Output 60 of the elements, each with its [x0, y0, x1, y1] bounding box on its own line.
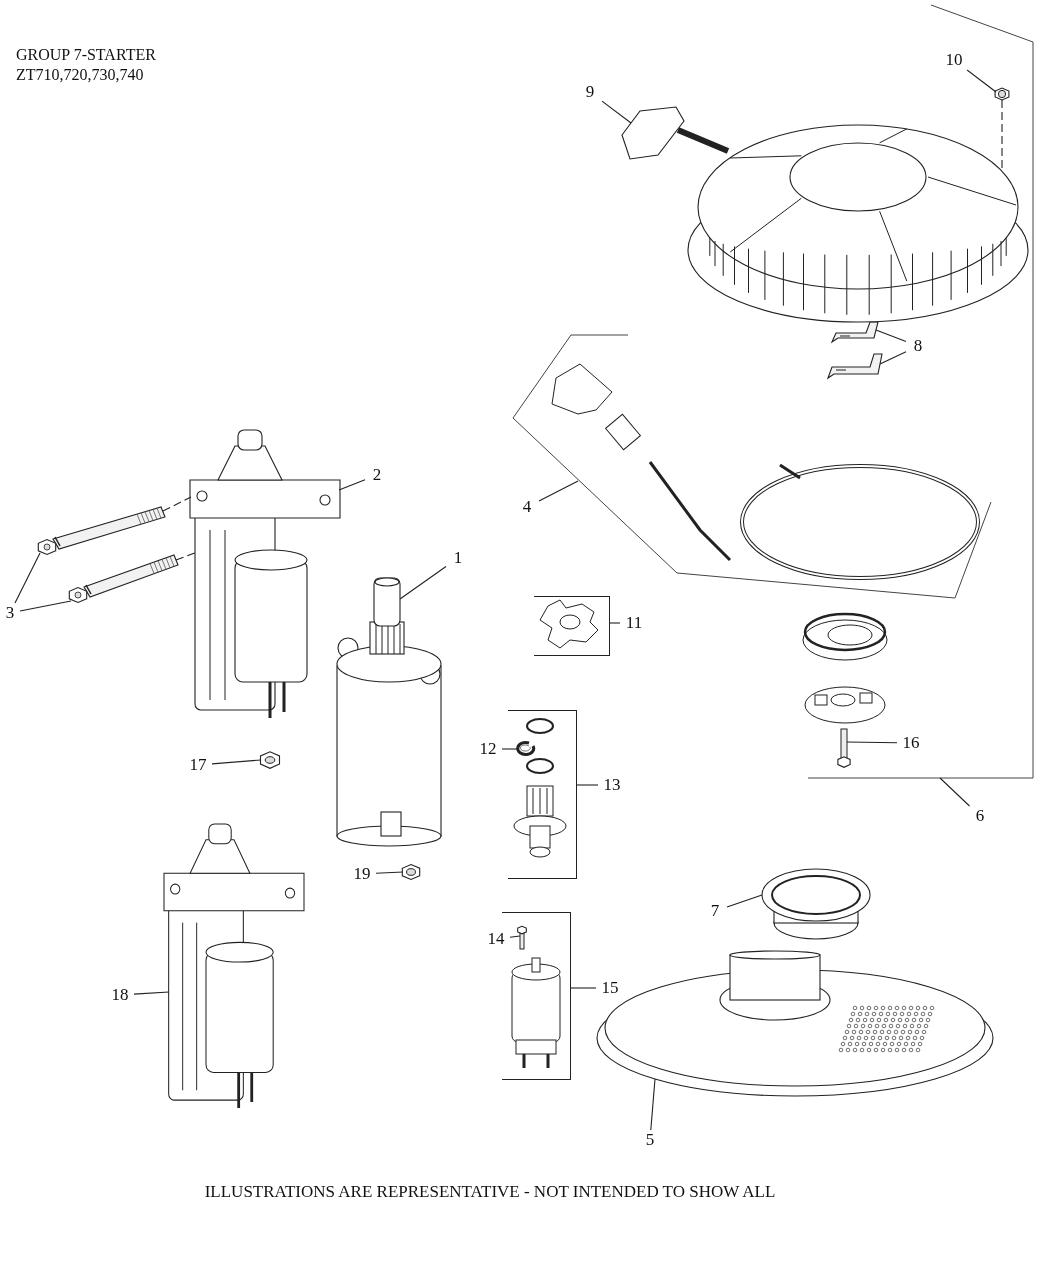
callout-number: 3	[0, 603, 20, 623]
callout-number: 1	[446, 548, 470, 568]
bolt-drawing	[66, 553, 180, 605]
starter-motor-drawing	[334, 574, 444, 850]
leader-line	[939, 777, 971, 807]
bracket	[534, 596, 610, 656]
leader-line	[509, 935, 521, 938]
leader-line	[19, 600, 72, 612]
callout-number: 14	[482, 929, 510, 949]
leader-line	[399, 565, 447, 600]
callout-number: 7	[703, 901, 727, 921]
bolt-drawing	[35, 505, 167, 557]
leader-line	[538, 480, 579, 502]
callout-number: 12	[474, 739, 502, 759]
callout-number: 2	[365, 465, 389, 485]
starter-motor-drawing	[190, 430, 340, 720]
callout-number: 8	[906, 336, 930, 356]
leader-line	[650, 1078, 656, 1131]
leader-line	[879, 351, 907, 365]
leader-line	[601, 100, 632, 124]
diagram-title: GROUP 7-STARTER	[16, 45, 156, 65]
nut-drawing	[258, 750, 282, 770]
bracket	[508, 710, 577, 879]
leader-line	[569, 987, 597, 989]
callout-number: 15	[596, 978, 624, 998]
callout-number: 17	[184, 755, 212, 775]
callout-number: 5	[638, 1130, 662, 1150]
callout-number: 4	[515, 497, 539, 517]
leader-line	[211, 759, 262, 765]
leader-line	[575, 784, 599, 786]
callout-number: 18	[106, 985, 134, 1005]
leader-line	[608, 622, 621, 624]
caption-note: ILLUSTRATIONS ARE REPRESENTATIVE - NOT INTENDED TO SHOW ALL	[203, 1182, 777, 1202]
leader-line	[501, 748, 519, 750]
leader-line	[966, 69, 997, 93]
callout-number: 13	[598, 775, 626, 795]
nut-drawing	[400, 862, 422, 882]
callout-number: 16	[897, 733, 925, 753]
centerline	[162, 496, 192, 512]
leader-line	[846, 741, 898, 744]
centerline	[175, 552, 196, 561]
clip-drawing	[830, 320, 880, 346]
clip-drawing	[826, 352, 884, 382]
cover-drawing	[595, 950, 995, 1100]
leader-line	[875, 329, 907, 342]
screw-drawing	[516, 925, 528, 951]
callout-number: 11	[620, 613, 648, 633]
retaining-ring-drawing	[516, 741, 536, 757]
leader-line	[375, 871, 404, 874]
leader-line	[726, 894, 763, 908]
bolt-drawing	[836, 728, 852, 770]
callout-number: 10	[940, 50, 968, 70]
leader-line	[338, 479, 366, 491]
leader-line	[14, 552, 41, 604]
callout-number: 9	[578, 82, 602, 102]
callout-number: 19	[348, 864, 376, 884]
leader-line	[133, 991, 170, 995]
callout-number: 6	[968, 806, 992, 826]
model-list: ZT710,720,730,740	[16, 65, 144, 85]
starter-motor-drawing	[164, 824, 304, 1110]
